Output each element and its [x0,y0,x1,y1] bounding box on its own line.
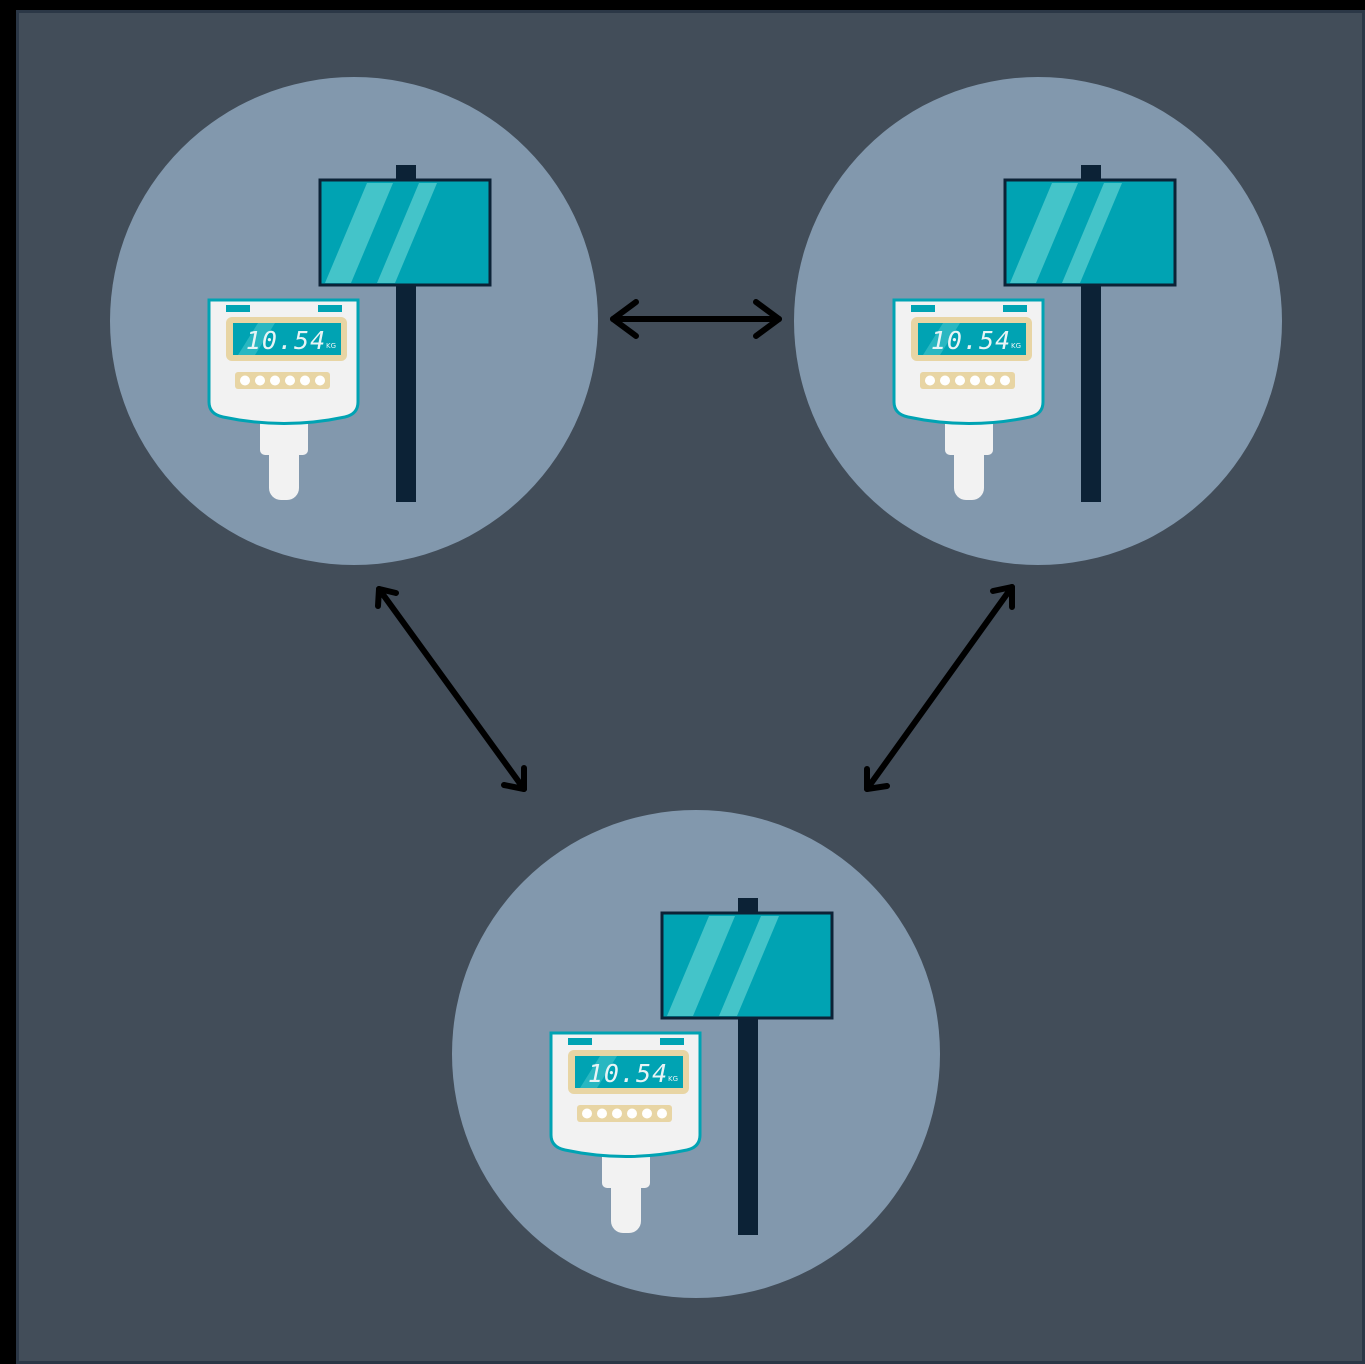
scale-unit: KG [326,342,336,350]
node-bottom: 10.54 KG [452,810,940,1298]
scale-unit: KG [668,1075,678,1083]
connection-arrow-left [378,589,524,789]
scale-unit: KG [1011,342,1021,350]
connection-arrow-right [867,587,1012,789]
node-top-right: 10.54 KG [794,77,1282,565]
node-top-left: 10.54 KG [110,77,598,565]
scale-readout: 10.54 [588,1059,668,1088]
scale-readout: 10.54 [246,326,326,355]
scale-readout: 10.54 [931,326,1011,355]
connection-arrow-top [613,302,779,336]
